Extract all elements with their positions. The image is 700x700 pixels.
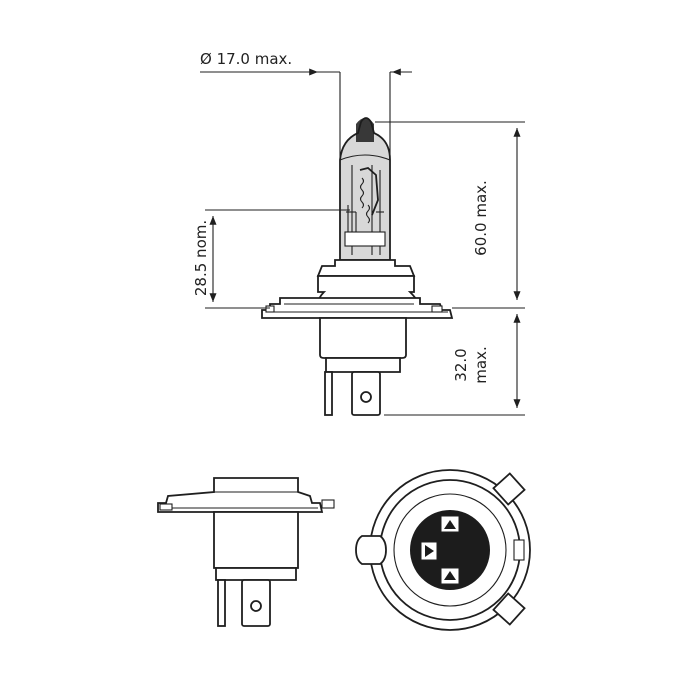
- flange-tabs: [355, 472, 526, 626]
- bulb-side-view: [261, 117, 454, 416]
- light-center-label: 28.5 nom.: [192, 220, 210, 296]
- base-side-view: [157, 477, 335, 627]
- dimension-lines: [200, 68, 525, 416]
- dimension-labels: Ø 17.0 max. 60.0 max. 28.5 nom. 32.0 max…: [192, 50, 490, 384]
- base-front-view: [355, 469, 531, 631]
- bulb-base-collar: [261, 259, 454, 319]
- diameter-label: Ø 17.0 max.: [200, 50, 292, 68]
- filament-assembly: [344, 165, 386, 255]
- base-length-suffix: max.: [472, 346, 490, 383]
- base-length-value: 32.0: [452, 348, 470, 381]
- terminal-markers: [420, 515, 460, 585]
- bulb-socket: [319, 317, 407, 416]
- overall-length-label: 60.0 max.: [472, 180, 490, 256]
